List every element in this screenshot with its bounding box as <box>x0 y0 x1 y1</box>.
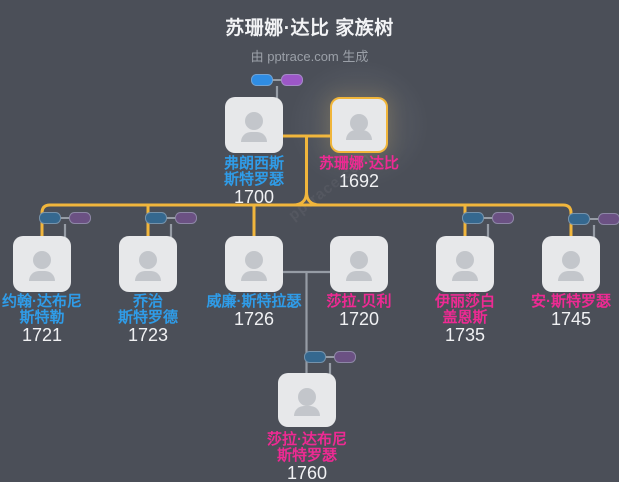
person-node-george: 乔治 斯特罗德 1723 <box>118 236 178 344</box>
person-card[interactable] <box>330 236 388 292</box>
person-name-line1: 莎拉·达布尼 <box>267 431 347 448</box>
generator-credit: 由 pptrace.com 生成 <box>250 49 369 64</box>
father-mini-node[interactable] <box>568 213 590 225</box>
person-node-sarah-dabney: 莎拉·达布尼 斯特罗瑟 1760 <box>267 373 347 482</box>
badge-link-line <box>326 356 334 358</box>
mother-mini-node[interactable] <box>334 351 356 363</box>
person-silhouette-icon <box>135 271 161 281</box>
father-mini-node[interactable] <box>251 74 273 86</box>
parents-badge-pair-ann[interactable] <box>568 213 619 225</box>
person-node-susanna: 苏珊娜·达比 1692 <box>319 97 399 190</box>
person-silhouette-icon <box>33 251 51 269</box>
badge-link-line <box>167 217 175 219</box>
person-label: 莎拉·达布尼 斯特罗瑟 1760 <box>237 432 377 482</box>
person-name-line2: 斯特罗瑟 <box>223 171 284 188</box>
person-name-line1: 威廉·斯特拉瑟 <box>206 293 302 310</box>
person-node-william: 威廉·斯特拉瑟 1726 <box>207 236 302 328</box>
person-silhouette-icon <box>29 271 55 281</box>
person-birth-year: 1726 <box>233 309 275 329</box>
person-name-line1: 弗朗西斯 <box>223 155 284 172</box>
father-mini-node[interactable] <box>304 351 326 363</box>
badge-link-line <box>590 218 598 220</box>
person-silhouette-icon <box>241 271 267 281</box>
person-name-line1: 乔治 <box>132 293 163 310</box>
person-card-selected[interactable] <box>330 97 388 153</box>
person-name-line2: 斯特勒 <box>19 309 65 326</box>
parents-badge-pair-couple[interactable] <box>251 74 303 86</box>
father-mini-node[interactable] <box>39 212 61 224</box>
person-silhouette-icon <box>346 130 372 140</box>
person-label: 威廉·斯特拉瑟 1726 <box>184 293 324 329</box>
father-mini-node[interactable] <box>145 212 167 224</box>
person-birth-year: 1745 <box>550 309 592 329</box>
person-silhouette-icon <box>139 251 157 269</box>
parents-badge-pair-elizabeth[interactable] <box>462 212 514 224</box>
badge-link-line <box>61 217 69 219</box>
person-label: 安·斯特罗瑟 1745 <box>501 293 619 329</box>
person-name-line2: 斯特罗瑟 <box>276 447 337 464</box>
mother-mini-node[interactable] <box>69 212 91 224</box>
person-silhouette-icon <box>452 271 478 281</box>
person-silhouette-icon <box>298 388 316 406</box>
person-card[interactable] <box>542 236 600 292</box>
person-label: 苏珊娜·达比 1692 <box>289 155 429 191</box>
person-silhouette-icon <box>350 114 368 132</box>
person-birth-year: 1721 <box>21 325 63 345</box>
person-label: 约翰·达布尼 斯特勒 1721 <box>0 293 112 345</box>
person-birth-year: 1735 <box>444 325 486 345</box>
person-label: 莎拉·贝利 1720 <box>289 293 429 329</box>
person-name-line1: 莎拉·贝利 <box>326 293 392 310</box>
person-silhouette-icon <box>558 271 584 281</box>
person-node-ann: 安·斯特罗瑟 1745 <box>531 236 611 328</box>
person-name-line1: 伊丽莎白 <box>434 293 495 310</box>
mother-mini-node[interactable] <box>492 212 514 224</box>
person-card[interactable] <box>225 97 283 153</box>
person-node-francis: 弗朗西斯 斯特罗瑟 1700 <box>224 97 284 206</box>
parents-badge-pair-john[interactable] <box>39 212 91 224</box>
mother-mini-node[interactable] <box>598 213 619 225</box>
person-name-line1: 苏珊娜·达比 <box>319 155 399 172</box>
person-node-elizabeth: 伊丽莎白 盖恩斯 1735 <box>435 236 495 344</box>
parents-badge-pair-george[interactable] <box>145 212 197 224</box>
person-name-line1: 安·斯特罗瑟 <box>531 293 611 310</box>
person-label: 伊丽莎白 盖恩斯 1735 <box>395 293 535 345</box>
mother-mini-node[interactable] <box>281 74 303 86</box>
person-node-john: 约翰·达布尼 斯特勒 1721 <box>2 236 82 344</box>
person-silhouette-icon <box>245 112 263 130</box>
person-label: 乔治 斯特罗德 1723 <box>78 293 218 345</box>
person-silhouette-icon <box>562 251 580 269</box>
father-mini-node[interactable] <box>462 212 484 224</box>
person-silhouette-icon <box>294 406 320 416</box>
badge-link-line <box>484 217 492 219</box>
person-birth-year: 1692 <box>338 171 380 191</box>
person-card[interactable] <box>436 236 494 292</box>
person-card[interactable] <box>119 236 177 292</box>
person-silhouette-icon <box>456 251 474 269</box>
mother-mini-node[interactable] <box>175 212 197 224</box>
children-rail <box>40 203 573 238</box>
person-card[interactable] <box>13 236 71 292</box>
person-silhouette-icon <box>245 251 263 269</box>
person-silhouette-icon <box>350 251 368 269</box>
person-label: 弗朗西斯 斯特罗瑟 1700 <box>184 155 324 207</box>
person-birth-year: 1700 <box>233 187 275 207</box>
badge-link-line <box>273 79 281 81</box>
person-silhouette-icon <box>346 271 372 281</box>
person-name-line2: 斯特罗德 <box>117 309 178 326</box>
person-name-line2: 盖恩斯 <box>442 309 488 326</box>
person-birth-year: 1720 <box>338 309 380 329</box>
person-name-line1: 约翰·达布尼 <box>2 293 82 310</box>
parents-badge-pair-sarah-dabney[interactable] <box>304 351 356 363</box>
person-card[interactable] <box>278 373 336 427</box>
person-birth-year: 1760 <box>286 463 328 482</box>
page-title: 苏珊娜·达比 家族树 <box>225 18 394 39</box>
person-silhouette-icon <box>241 132 267 142</box>
person-birth-year: 1723 <box>127 325 169 345</box>
person-node-sarah-bailey: 莎拉·贝利 1720 <box>327 236 392 328</box>
person-card[interactable] <box>225 236 283 292</box>
